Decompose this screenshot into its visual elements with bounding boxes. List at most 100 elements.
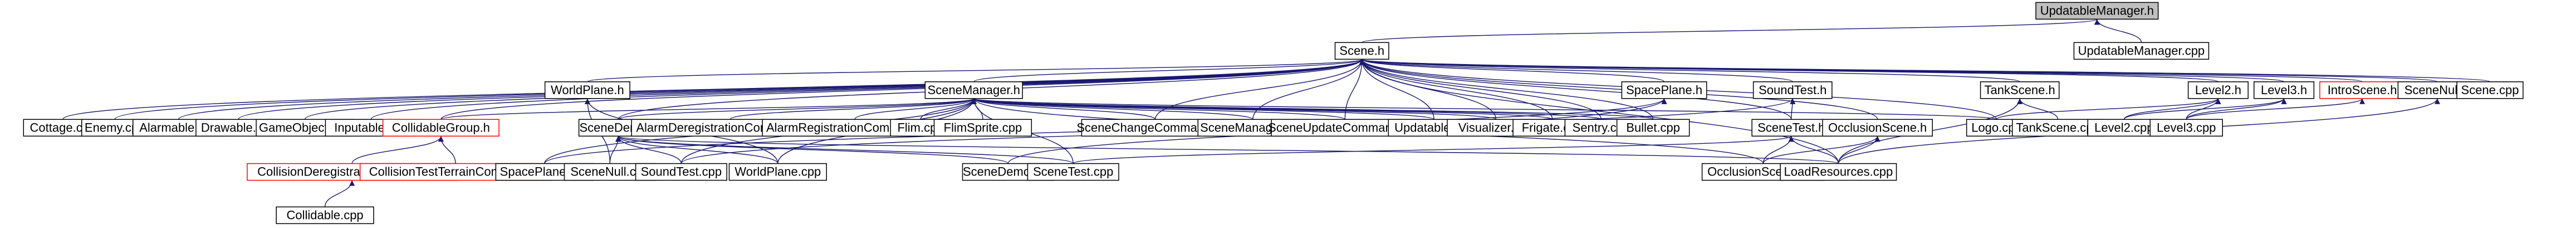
node-scenetest-h[interactable]: SceneTest.h	[1751, 119, 1831, 137]
node-label: SpacePlane.h	[1626, 83, 1702, 97]
edge-scenedemo-h-to-scenenull-cpp	[609, 136, 621, 164]
node-box	[544, 81, 630, 99]
node-flimsprite-cpp[interactable]: FlimSprite.cpp	[933, 119, 1032, 137]
node-box	[933, 119, 1032, 137]
edge-scene-h-to-level2-h	[1359, 59, 2219, 82]
node-box	[1980, 81, 2060, 99]
node-scene-h[interactable]: Scene.h	[1334, 42, 1389, 60]
edge-scenemanager-h-to-updatable-cpp	[971, 98, 1434, 120]
node-box	[924, 81, 1023, 99]
edge-occlusionscene-h-to-occlusionscene-cpp	[1762, 136, 1880, 164]
node-box	[2319, 81, 2406, 99]
node-label: UpdatableManager.cpp	[2078, 43, 2205, 57]
node-level3-h[interactable]: Level3.h	[2254, 81, 2315, 99]
edge-scenemanager-h-to-bullet-cpp	[971, 98, 1654, 120]
node-label: TankScene.cpp	[2016, 120, 2099, 134]
edge-soundtest-h-to-scenetest-h	[1790, 98, 1796, 120]
node-label: Level2.cpp	[2094, 120, 2153, 134]
edge-scene-h-to-sentry-cpp	[1359, 59, 1602, 120]
node-scene-cpp[interactable]: Scene.cpp	[2456, 81, 2524, 99]
node-collidablegroup-h[interactable]: CollidableGroup.h	[382, 119, 499, 137]
edge-tankscene-h-to-tankscene-cpp	[2017, 98, 2059, 120]
node-box	[1752, 81, 1833, 99]
node-occlusionscene-h[interactable]: OcclusionScene.h	[1822, 119, 1933, 137]
edge-level2-h-to-level2-cpp	[2123, 98, 2221, 120]
node-box	[2149, 119, 2223, 137]
nodes-layer: UpdatableManager.hUpdatableManager.cppSc…	[23, 2, 2524, 225]
node-collidable-cpp[interactable]: Collidable.cpp	[276, 206, 374, 225]
node-box	[2254, 81, 2315, 99]
node-tankscene-h[interactable]: TankScene.h	[1980, 81, 2060, 99]
node-worldplane-cpp[interactable]: WorldPlane.cpp	[728, 163, 827, 181]
node-box	[1027, 163, 1119, 181]
edge-scenemanager-h-to-alarmregistrationcommand-cpp	[854, 98, 977, 120]
node-box	[2073, 42, 2210, 60]
node-label: WorldPlane.h	[551, 83, 624, 97]
node-updatablemanager-cpp[interactable]: UpdatableManager.cpp	[2073, 42, 2210, 60]
node-loadresources-cpp[interactable]: LoadResources.cpp	[1780, 163, 1897, 181]
node-box	[382, 119, 499, 137]
edge-scene-h-to-alarmable-cpp	[178, 59, 1365, 120]
edge-scene-h-to-level3-h	[1359, 59, 2285, 82]
node-label: IntroScene.h	[2328, 83, 2397, 97]
node-box	[1334, 42, 1389, 60]
node-label: UpdatableManager.h	[2040, 3, 2154, 17]
node-label: Level3.cpp	[2157, 120, 2216, 134]
edge-scenemanager-h-to-scenemanager-cpp	[971, 98, 1253, 120]
edge-introscene-h-to-level3-cpp	[2186, 98, 2365, 120]
node-label: Level3.h	[2261, 83, 2307, 97]
edge-scene-h-to-scene-cpp	[1359, 59, 2491, 82]
edge-scenedemo-h-to-loadresources-cpp	[616, 135, 1839, 164]
node-soundtest-cpp[interactable]: SoundTest.cpp	[635, 163, 727, 181]
edge-scenemanager-h-to-scenedemo-h	[618, 98, 977, 120]
edge-scene-h-to-spaceplane-h	[1359, 59, 1665, 82]
node-worldplane-h[interactable]: WorldPlane.h	[544, 81, 630, 99]
node-updatablemanager-h[interactable]: UpdatableManager.h	[2035, 2, 2159, 20]
node-box	[2035, 2, 2159, 20]
edge-scenemanager-h-to-alarmderegistrationcommand-cpp	[729, 98, 977, 120]
node-label: TankScene.h	[1985, 83, 2055, 97]
node-soundtest-h[interactable]: SoundTest.h	[1752, 81, 1833, 99]
edge-scenetest-h-to-scenetest-cpp	[1072, 135, 1794, 164]
node-label: SceneManager.h	[928, 83, 1020, 97]
edge-scene-h-to-frigate-cpp	[1359, 59, 1553, 120]
node-scenemanager-h[interactable]: SceneManager.h	[924, 81, 1023, 99]
edge-updatablemanager-h-to-scene-h	[1362, 18, 2100, 43]
edge-scenemanager-h-to-logo-cpp	[971, 98, 1997, 120]
node-level2-h[interactable]: Level2.h	[2187, 81, 2249, 99]
edge-scene-h-to-occlusionscene-h	[1359, 59, 1878, 120]
edge-scenemanager-h-to-collidablegroup-h	[440, 98, 977, 120]
node-introscene-h[interactable]: IntroScene.h	[2319, 81, 2406, 99]
node-level3-cpp[interactable]: Level3.cpp	[2149, 119, 2223, 137]
node-scenetest-cpp[interactable]: SceneTest.cpp	[1027, 163, 1119, 181]
node-box	[1751, 119, 1831, 137]
edge-scene-h-to-collidablegroup-h	[440, 59, 1365, 120]
edge-scenedemo-h-to-scenetest-cpp	[615, 135, 1074, 164]
edge-scene-h-to-inputable-cpp	[370, 59, 1365, 120]
edge-scenedemo-h-to-scenedemo-cpp	[615, 135, 1009, 164]
node-spaceplane-h[interactable]: SpacePlane.h	[1621, 81, 1707, 99]
edge-scene-h-to-updatable-cpp	[1359, 59, 1434, 120]
node-box	[1822, 119, 1933, 137]
node-label: SceneTest.cpp	[1033, 165, 1113, 179]
node-box	[635, 163, 727, 181]
node-box	[276, 206, 374, 225]
edge-scenedemo-h-to-worldplane-cpp	[615, 136, 778, 164]
edge-scene-h-to-worldplane-h	[587, 59, 1365, 82]
edge-scene-h-to-scenemanager-h	[973, 59, 1365, 82]
node-label: WorldPlane.cpp	[734, 165, 821, 179]
node-label: CollidableGroup.h	[392, 120, 490, 134]
node-label: FlimSprite.cpp	[944, 120, 1022, 134]
node-box	[1616, 119, 1690, 137]
edge-scenemanager-h-to-scenechangecommand-cpp	[971, 98, 1156, 120]
edge-scene-h-to-scenechangecommand-cpp	[1154, 59, 1365, 120]
node-bullet-cpp[interactable]: Bullet.cpp	[1616, 119, 1690, 137]
node-box	[2456, 81, 2524, 99]
node-label: Collidable.cpp	[286, 208, 363, 222]
node-box	[1621, 81, 1707, 99]
node-label: Level2.h	[2195, 83, 2241, 97]
node-label: LoadResources.cpp	[1784, 165, 1893, 179]
node-level2-cpp[interactable]: Level2.cpp	[2087, 119, 2161, 137]
node-label: SoundTest.cpp	[641, 165, 722, 179]
